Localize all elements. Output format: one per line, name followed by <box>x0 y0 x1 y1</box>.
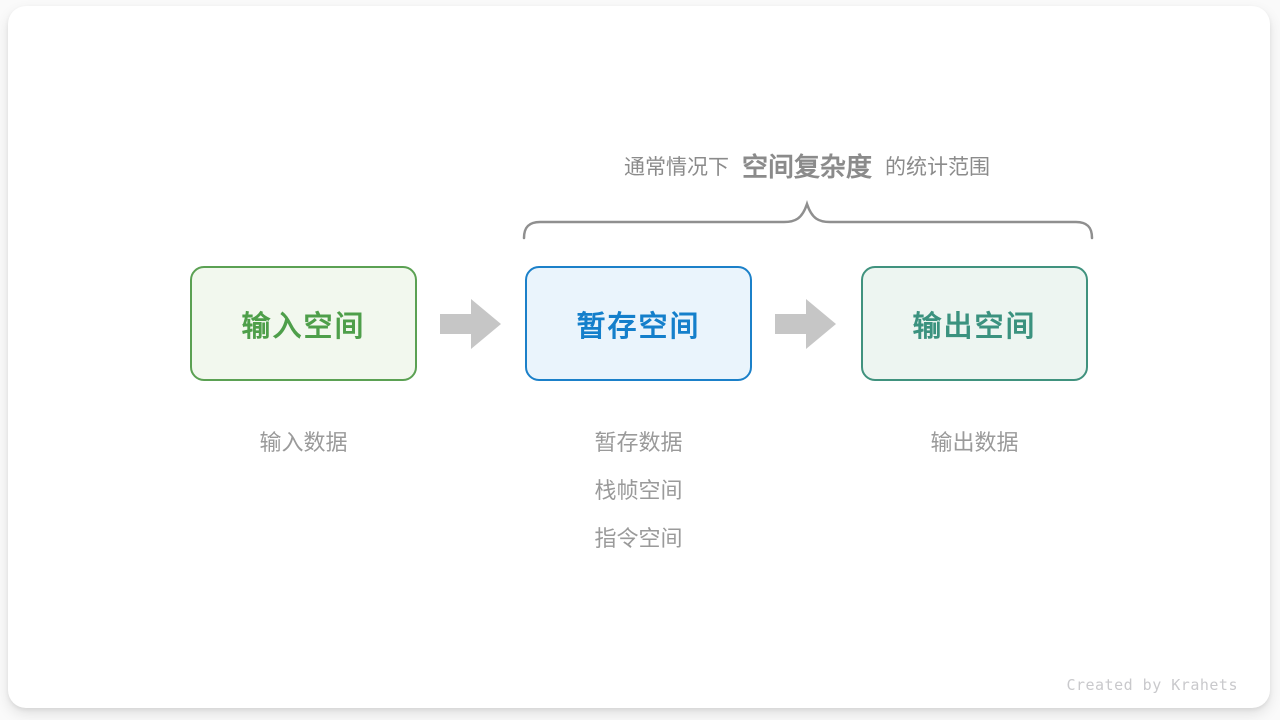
output-space-box: 输出空间 <box>861 266 1088 381</box>
input-space-box: 输入空间 <box>190 266 417 381</box>
credit-text: Created by Krahets <box>1066 676 1238 694</box>
arrow-right-icon <box>440 298 502 350</box>
arrow-right-icon <box>775 298 837 350</box>
buffer-captions: 暂存数据 栈帧空间 指令空间 <box>525 420 752 564</box>
caption-line: 输出数据 <box>930 431 1019 456</box>
buffer-space-label: 暂存空间 <box>576 308 701 343</box>
curly-brace-icon <box>522 200 1094 240</box>
caption-line: 暂存数据 <box>594 431 683 456</box>
output-captions: 输出数据 <box>861 420 1088 468</box>
title-prefix: 通常情况下 <box>623 154 729 179</box>
caption-line: 栈帧空间 <box>594 479 683 504</box>
input-space-label: 输入空间 <box>241 308 366 343</box>
output-space-label: 输出空间 <box>912 308 1037 343</box>
caption-line: 输入数据 <box>259 431 348 456</box>
caption-line: 指令空间 <box>594 527 683 552</box>
title-emphasis: 空间复杂度 <box>741 153 872 183</box>
diagram-title: 通常情况下 空间复杂度 的统计范围 <box>460 147 1154 184</box>
input-captions: 输入数据 <box>190 420 417 468</box>
title-suffix: 的统计范围 <box>885 154 990 179</box>
buffer-space-box: 暂存空间 <box>525 266 752 381</box>
